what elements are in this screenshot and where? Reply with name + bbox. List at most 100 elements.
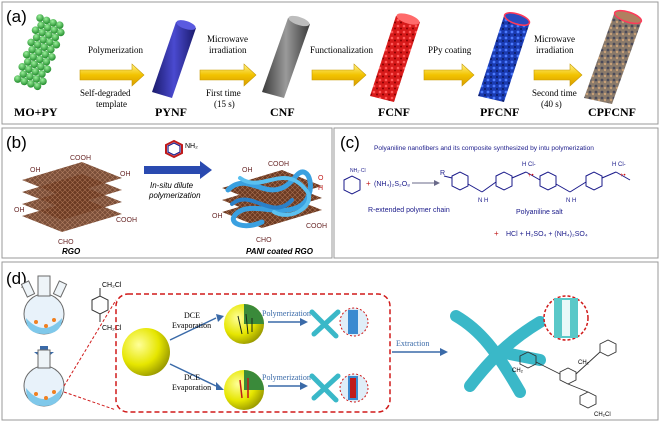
arrow-microwave-2 [533,63,583,87]
rgo-group-oh-2: OH [120,171,131,178]
template-ball [29,53,38,61]
template-ball [43,65,52,73]
template-ball [24,65,33,74]
arrow-5-top-2: irradiation [536,45,574,55]
oxidant-reagent: (NH₄)₂S₂O₈ [374,181,410,188]
panel-a-label: (a) [6,7,27,26]
pani-group-cooh-top: COOH [268,161,289,168]
template-ball [32,75,41,83]
reaction-flask-bottom [23,349,65,407]
arrow-2-top-2: irradiation [209,45,247,55]
zoom-line-2 [63,391,117,411]
evap-arrow-1 [169,317,217,341]
fiber-section-upper [348,310,358,334]
poly-arrowhead-1 [300,318,308,326]
template-ball [49,18,57,27]
template-ball [28,45,36,54]
dce-label-2: DCE [184,373,200,382]
panel-c-frame [333,127,659,259]
n-h-1: N H [478,198,488,204]
hollow-tube-core [562,300,570,336]
rgo-sheets [22,162,122,232]
pani-caption: PANI coated RGO [246,247,314,256]
arrow-5-top: Microwave [534,34,575,44]
template-ball [32,33,41,42]
salt-label: Polyaniline salt [516,209,563,216]
template-ball [52,40,61,49]
charge-1: +• [528,173,534,179]
evaporation-label-1: Evaporation [172,321,211,330]
aniline-monomer-icon [165,139,183,159]
template-ball [31,67,40,76]
arrow-5-bottom-2: (40 s) [541,99,562,109]
charge-2: +• [620,173,626,179]
dce-droplet-sphere [122,328,170,376]
zoom-line-1 [63,299,117,387]
plus-sign-2: + [494,229,499,238]
panel-c-label: (c) [340,133,360,152]
ch2cl-end-label: CH₂Cl [594,412,611,418]
arrow-2-bottom-2: (15 s) [214,99,235,109]
arrow-2-bottom: First time [206,88,241,98]
extraction-arrowhead [440,348,448,356]
ch2-label-2: CH₂ [578,360,590,366]
arrow-5-bottom: Second time [532,88,577,98]
template-ball [51,33,60,42]
template-ball [34,48,43,56]
template-ball [44,31,53,39]
stage-cnf: CNF [270,105,295,119]
arrow-ppy-coating [423,63,475,87]
fcnf-functionalized-fiber [370,13,420,102]
droplet-cutaway-upper [224,304,264,344]
template-ball [45,38,54,47]
template-ball [41,50,50,59]
evap-arrow-2 [169,363,217,387]
template-ball [36,14,44,22]
branched-fiber-lower [309,373,341,403]
pani-group-oh-1: OH [242,167,253,174]
pani-group-h: H [318,185,323,192]
aniline-hcl-structure [343,175,361,195]
pani-coated-rgo [222,169,322,229]
panel-a-frame [1,1,659,125]
reaction-arrowhead [434,180,440,186]
template-ball [42,16,51,25]
aniline-nh2-cl: NH₂·Cl [350,168,366,174]
arrow-microwave-1 [199,63,257,87]
ch2cl-bottom: CH₂Cl [102,325,122,332]
template-ball [48,53,56,61]
droplet-process-box [115,293,391,413]
chain-label: R-extended polymer chain [368,207,450,214]
stage-cpfcnf: CPFCNF [588,105,636,119]
template-ball [38,70,46,78]
stage-pfcnf: PFCNF [480,105,519,119]
poly-arrowhead-2 [300,382,308,390]
template-ball [43,23,52,32]
panel-c-title: Polyaniline nanofibers and its composite… [374,145,594,152]
stage-pynf: PYNF [155,105,187,119]
extraction-label: Extraction [396,339,429,348]
rgo-group-cooh-top: COOH [70,155,91,162]
hcl-label-1: H Cl- [522,162,536,168]
template-ball [18,63,27,71]
arrow-4-top: PPy coating [428,45,472,55]
n-h-2: N H [566,198,576,204]
rgo-caption: RGO [62,247,81,256]
template-ball [42,58,51,66]
template-ball [39,36,47,44]
arrow-1-top: Polymerization [88,45,143,55]
evaporation-label-2: Evaporation [172,383,211,392]
arrow-3-top: Functionalization [310,45,373,55]
evap-arrowhead-1 [216,314,224,322]
rgo-group-cooh-right: COOH [116,217,137,224]
pfcnf-ppy-coated-fiber [478,12,531,102]
dce-label-1: DCE [184,311,200,320]
evap-arrowhead-2 [216,382,224,390]
template-ball [13,75,22,83]
template-ball [37,21,45,30]
template-ball [50,26,59,34]
template-ball [36,55,44,64]
arrow-functionalization [311,63,367,87]
cnf-carbon-nanofiber [262,15,310,98]
